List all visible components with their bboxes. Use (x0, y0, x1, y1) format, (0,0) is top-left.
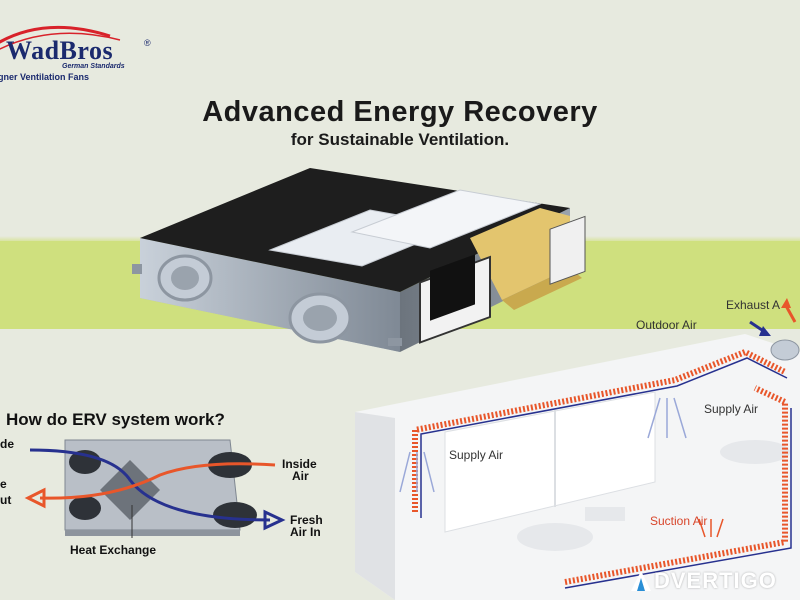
erv-label-heat-exchange: Heat Exchange (70, 543, 157, 557)
brand-tagline-small: German Standards (62, 63, 125, 70)
erv-label-left-top: de (0, 437, 15, 451)
erv-label-fresh-1: Fresh (290, 513, 323, 527)
registered-mark: ® (144, 38, 151, 48)
erv-label-fresh-2: Air In (290, 525, 321, 539)
outdoor-air-label: Outdoor Air (636, 318, 697, 332)
brand-logo[interactable]: WadBros ® German Standards gner Ventilat… (0, 8, 170, 82)
hero-title: Advanced Energy Recovery (202, 96, 598, 128)
erv-label-left-bottom: ut (0, 493, 12, 507)
suction-air-label: Suction Air (650, 514, 708, 528)
advertigo-a-icon (631, 571, 651, 591)
advertigo-text: DVERTIGO (654, 568, 777, 593)
erv-label-inside-2: Air (292, 469, 309, 483)
erv-question: How do ERV system work? (6, 410, 225, 429)
erv-flow-diagram (24, 439, 286, 538)
supply-air-label-left: Supply Air (449, 448, 504, 462)
brand-name: WadBros (6, 36, 114, 65)
advertigo-watermark: DVERTIGO (630, 566, 800, 596)
exhaust-air-label: Exhaust A (726, 298, 781, 312)
erv-label-inside-1: Inside (282, 457, 317, 471)
building-airflow-diagram (355, 298, 800, 600)
brand-tagline: gner Ventilation Fans (0, 72, 90, 82)
logo-swoosh-icon (0, 25, 121, 50)
erv-unit-image (132, 168, 586, 352)
hero-subtitle: for Sustainable Ventilation. (290, 130, 510, 149)
erv-label-left-mid: e (0, 477, 7, 491)
supply-air-label-right: Supply Air (704, 402, 759, 416)
